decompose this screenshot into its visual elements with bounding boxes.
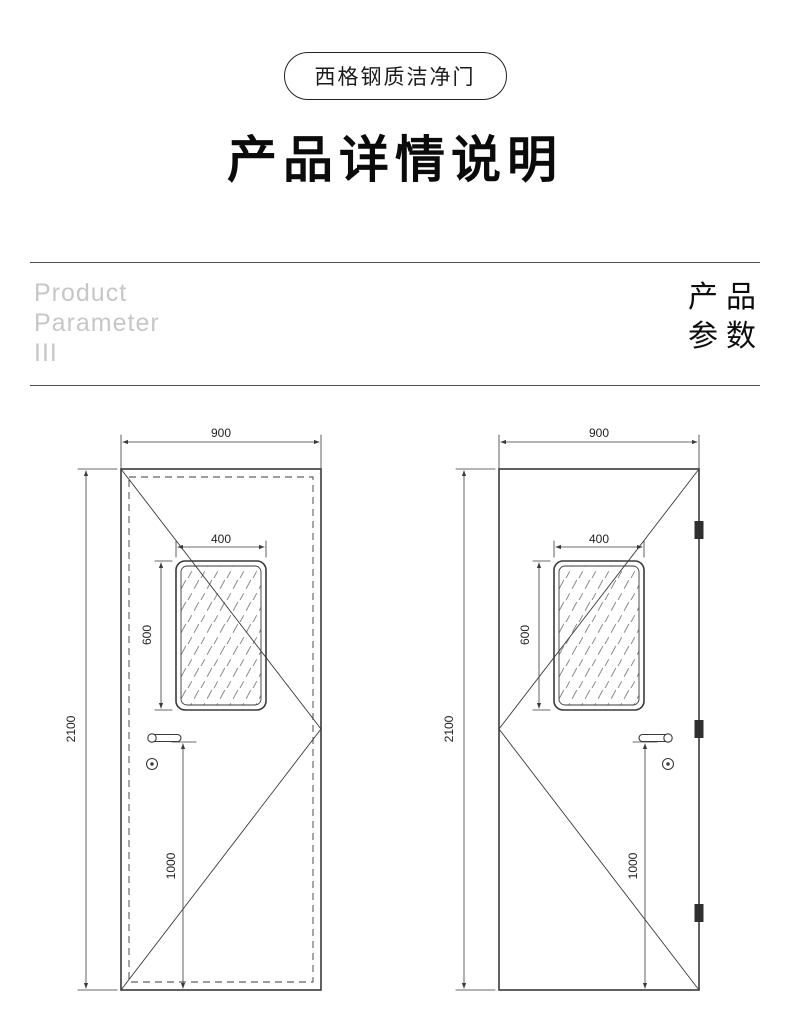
door-height-label: 2100: [442, 715, 456, 742]
parameter-title-en-line1: Product: [34, 279, 128, 307]
door-width-label: 900: [589, 426, 609, 440]
parameter-title-en-line3: III: [34, 339, 58, 367]
page-header: 西格钢质洁净门 产品详情说明: [0, 0, 790, 192]
door-leaf-dashed-outline: [128, 476, 314, 983]
hinge-icon: [694, 521, 704, 539]
window-frame: [553, 560, 645, 711]
brand-badge-label: 西格钢质洁净门: [314, 66, 476, 89]
window-height-label: 600: [518, 625, 532, 645]
handle-height-label: 1000: [626, 852, 640, 879]
window-width-label: 400: [589, 532, 609, 546]
parameter-section-header: Product Parameter III 产品 参数: [30, 262, 760, 386]
door-drawings-row: 900 2100 400 600 1000: [0, 424, 790, 1010]
left-door-drawing: 900 2100 400 600 1000: [64, 426, 322, 991]
right-door-drawing: 900 2100 400 600 1000: [442, 426, 704, 991]
parameter-title-zh-line2: 参数: [688, 320, 764, 353]
parameter-title-zh-line1: 产品: [688, 281, 764, 314]
right-door-body: [498, 468, 704, 991]
parameter-title-en: Product Parameter III: [34, 278, 160, 368]
parameter-title-zh: 产品 参数: [688, 278, 764, 356]
lock-keyhole-icon: [150, 762, 154, 766]
window-glass: [180, 565, 262, 706]
door-swing-lines: [498, 468, 700, 991]
lock-keyhole-icon: [666, 762, 670, 766]
page-title: 产品详情说明: [227, 132, 563, 188]
hinge-icon: [694, 904, 704, 922]
handle-pivot-icon: [663, 733, 673, 743]
handle-pivot-icon: [147, 733, 157, 743]
window-width-label: 400: [211, 532, 231, 546]
door-swing-lines: [120, 468, 322, 991]
left-dimension-lines: [77, 434, 322, 991]
door-height-label: 2100: [64, 715, 78, 742]
left-door-body: [120, 468, 322, 991]
door-width-label: 900: [211, 426, 231, 440]
window-glass: [558, 565, 640, 706]
hinge-icon: [694, 720, 704, 738]
handle-height-label: 1000: [164, 852, 178, 879]
parameter-title-en-line2: Parameter: [34, 309, 160, 337]
right-dimension-lines: [455, 434, 700, 991]
window-height-label: 600: [140, 625, 154, 645]
window-frame: [175, 560, 267, 711]
brand-badge: 西格钢质洁净门: [283, 52, 507, 100]
